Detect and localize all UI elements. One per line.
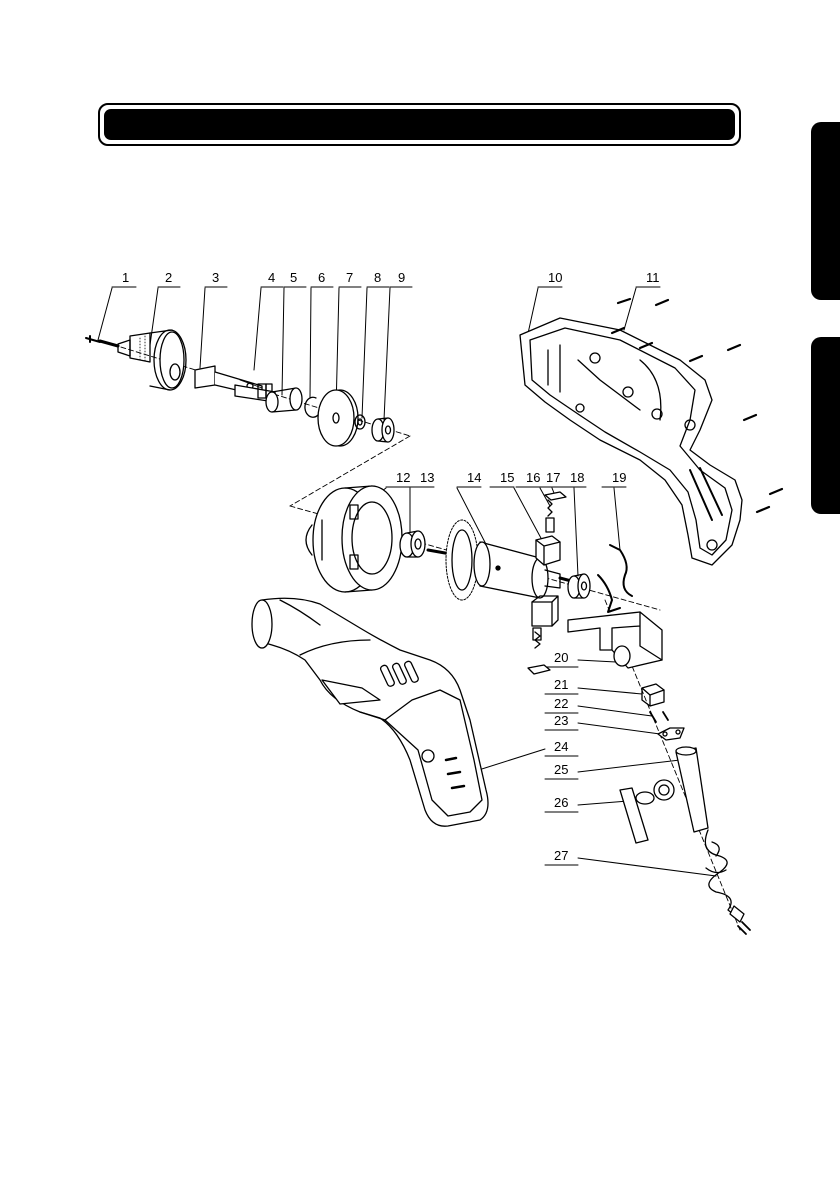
part-22-screws [650, 712, 668, 722]
part-label-6: 6 [318, 270, 325, 285]
part-label-26: 26 [554, 795, 568, 810]
part-23-cord-clamp [658, 728, 684, 740]
part-21-capacitor [642, 684, 664, 706]
leader-line-6 [310, 288, 311, 398]
leader-line-21 [578, 688, 642, 694]
part-label-8: 8 [374, 270, 381, 285]
leader-line-18 [574, 488, 578, 576]
part-label-22: 22 [554, 696, 568, 711]
leader-line-2 [150, 288, 158, 345]
part-label-4: 4 [268, 270, 275, 285]
part-label-25: 25 [554, 762, 568, 777]
part-label-14: 14 [467, 470, 481, 485]
part-label-5: 5 [290, 270, 297, 285]
part-label-27: 27 [554, 848, 568, 863]
part-label-15: 15 [500, 470, 514, 485]
part-label-18: 18 [570, 470, 584, 485]
part-13-bearing [400, 531, 425, 557]
part-19-wires [598, 545, 632, 612]
leader-line-8 [362, 288, 367, 418]
part-9-bearing [372, 418, 394, 442]
leader-line-27 [578, 858, 716, 876]
part-label-17: 17 [546, 470, 560, 485]
part-label-9: 9 [398, 270, 405, 285]
leader-line-5 [282, 288, 284, 395]
part-10-housing-half [520, 318, 742, 565]
part-label-3: 3 [212, 270, 219, 285]
part-label-1: 1 [122, 270, 129, 285]
leader-line-17 [552, 488, 554, 493]
part-20-switch [568, 612, 662, 668]
part-12-stator [306, 486, 402, 592]
part-label-12: 12 [396, 470, 410, 485]
part-label-7: 7 [346, 270, 353, 285]
part-24-assembled-drill [252, 598, 488, 826]
part-1-screw [86, 336, 118, 346]
leader-line-22 [578, 706, 652, 716]
part-7-gear-plate [318, 390, 358, 446]
leader-line-25 [578, 760, 680, 772]
part-label-13: 13 [420, 470, 434, 485]
part-label-23: 23 [554, 713, 568, 728]
leader-line-11 [624, 288, 636, 330]
leader-line-23 [578, 723, 660, 734]
part-label-10: 10 [548, 270, 562, 285]
part-2-chuck [118, 330, 186, 390]
part-label-24: 24 [554, 739, 568, 754]
part-label-11: 11 [646, 270, 660, 285]
leader-line-20 [578, 660, 616, 662]
part-5-bearing-sleeve [266, 388, 302, 412]
part-27-power-cord [705, 830, 750, 934]
leader-line-3 [200, 288, 205, 368]
leader-line-15 [514, 488, 542, 540]
leader-line-4 [254, 288, 261, 370]
part-label-16: 16 [526, 470, 540, 485]
leader-line-9 [384, 288, 390, 420]
part-26-handle-rod [620, 788, 654, 843]
part-label-2: 2 [165, 270, 172, 285]
leader-line-1 [98, 288, 112, 340]
part-18-bearing [568, 574, 590, 598]
part-label-19: 19 [612, 470, 626, 485]
part-25-cord-sleeve [654, 747, 708, 832]
part-label-21: 21 [554, 677, 568, 692]
leader-line-19 [614, 488, 620, 550]
part-label-20: 20 [554, 650, 568, 665]
